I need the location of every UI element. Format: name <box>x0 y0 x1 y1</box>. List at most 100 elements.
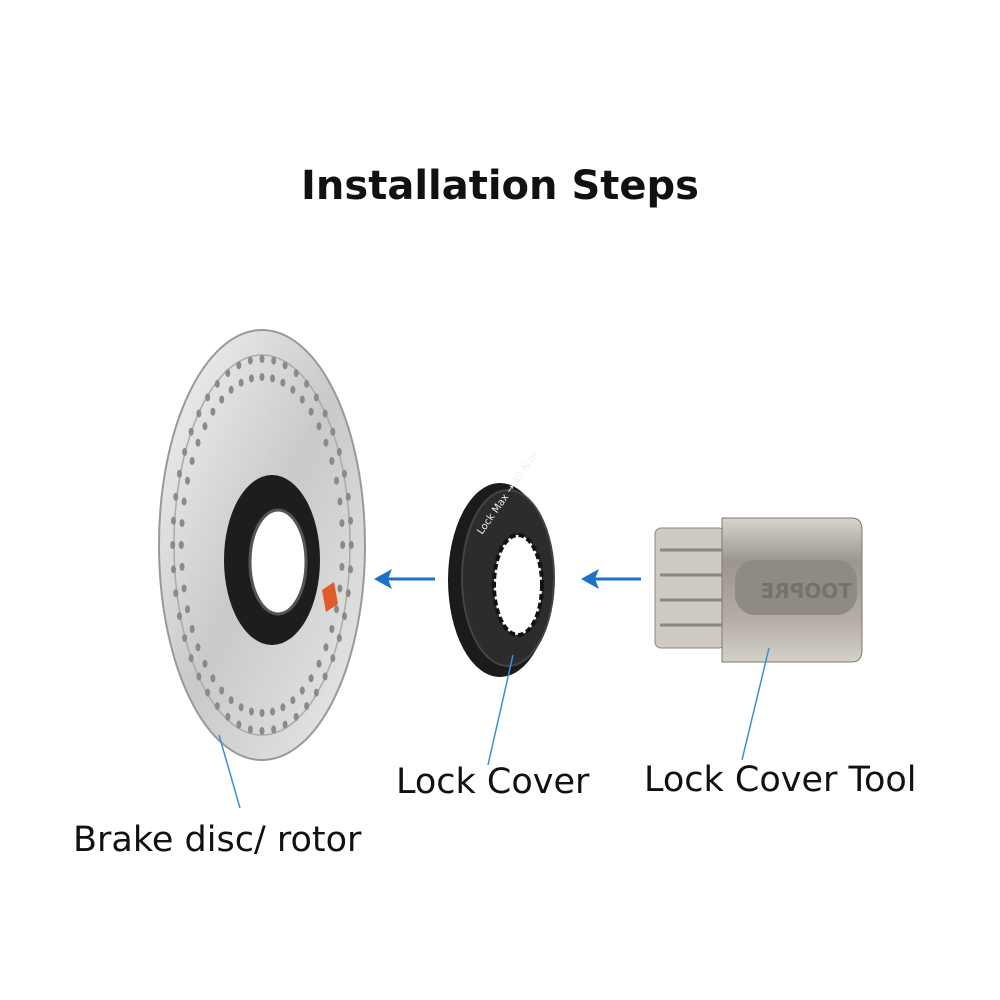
rotor-hole <box>348 541 354 549</box>
rotor-hole <box>329 625 335 633</box>
rotor-hole <box>247 356 253 365</box>
lock-cover-tool-image: TOOPRE <box>654 517 863 663</box>
rotor-hole <box>280 378 286 387</box>
rotor-hole <box>348 565 354 574</box>
rotor-hole <box>210 407 216 416</box>
rotor-hole <box>219 686 225 695</box>
rotor-hole <box>322 672 328 681</box>
rotor-hole <box>248 374 254 383</box>
rotor-hole <box>189 457 195 465</box>
rotor-hole <box>189 625 195 633</box>
rotor-hole <box>219 395 225 404</box>
rotor-hole <box>205 393 211 402</box>
rotor-hole <box>282 361 288 370</box>
rotor-hole <box>205 688 211 697</box>
rotor-hole <box>210 674 216 683</box>
rotor-hole <box>337 497 343 506</box>
rotor-hole <box>238 703 244 712</box>
rotor-hole <box>170 565 176 574</box>
brake-disc-label: Brake disc/ rotor <box>73 820 362 860</box>
rotor-hole <box>177 469 183 478</box>
rotor-hole <box>259 355 265 363</box>
rotor-hole <box>259 709 265 717</box>
brake-disc-image <box>158 329 366 761</box>
rotor-hole <box>259 727 265 735</box>
rotor-hole <box>225 369 231 378</box>
rotor-hole <box>202 422 208 431</box>
rotor-hole <box>316 659 322 668</box>
rotor-hole <box>195 643 201 652</box>
rotor-hole <box>334 476 340 485</box>
rotor-hole <box>336 634 342 642</box>
rotor-hole <box>270 374 276 383</box>
rotor-hole <box>304 379 310 388</box>
rotor-hole <box>188 427 194 436</box>
lock-cover-leader-line <box>487 654 514 766</box>
disc-leader-line <box>218 734 241 809</box>
rotor-hole <box>259 373 265 381</box>
rotor-hole <box>181 497 187 506</box>
rotor-hole <box>228 696 234 705</box>
rotor-hole <box>179 519 185 528</box>
rotor-hole <box>196 409 202 418</box>
rotor-hole <box>337 584 343 593</box>
rotor-hole <box>339 519 345 528</box>
rotor-hole <box>322 409 328 418</box>
rotor-hole <box>308 674 314 683</box>
rotor-hole <box>238 378 244 387</box>
rotor-hole <box>345 589 351 598</box>
rotor-hole <box>336 448 342 456</box>
page-title: Installation Steps <box>301 163 699 209</box>
rotor-hole <box>323 643 329 652</box>
rotor-hole <box>228 385 234 394</box>
lock-cover-label: Lock Cover <box>396 762 590 802</box>
rotor-hole <box>293 369 299 378</box>
rotor-hole <box>293 712 299 721</box>
rotor-hole <box>247 725 253 734</box>
lock-cover-image: Lock Max → 40 N.m <box>448 450 555 677</box>
rotor-hole <box>202 659 208 668</box>
rotor-hole <box>170 516 176 525</box>
rotor-hole <box>330 654 336 663</box>
tool-brand-logo: TOOPRE <box>761 579 852 603</box>
rotor-hole <box>214 702 220 711</box>
rotor-hole <box>182 634 188 642</box>
rotor-hole <box>248 707 254 716</box>
rotor-hole <box>290 385 296 394</box>
rotor-hole <box>181 584 187 593</box>
rotor-hole <box>195 438 201 447</box>
rotor-hole <box>177 612 183 621</box>
rotor-hole <box>173 492 179 501</box>
arrow-left-icon <box>374 569 435 589</box>
rotor-hole <box>214 379 220 388</box>
rotor-hole <box>345 492 351 501</box>
rotor-hole <box>299 395 305 404</box>
lock-cover-tool-label: Lock Cover Tool <box>644 760 917 800</box>
rotor-hole <box>184 476 190 485</box>
rotor-hole <box>316 422 322 431</box>
rotor-hole <box>339 562 345 571</box>
rotor-hole <box>323 438 329 447</box>
rotor-hole <box>340 541 346 549</box>
rotor-hole <box>341 469 347 478</box>
arrow-left-icon <box>581 569 641 589</box>
rotor-hole <box>348 516 354 525</box>
rotor-hole <box>313 393 319 402</box>
rotor-hole <box>236 361 242 370</box>
rotor-hole <box>313 688 319 697</box>
rotor-hole <box>304 702 310 711</box>
rotor-hole <box>334 605 340 614</box>
rotor-hole <box>182 448 188 456</box>
rotor-hole <box>225 712 231 721</box>
rotor-hole <box>330 427 336 436</box>
rotor-hole <box>184 605 190 614</box>
rotor-hole <box>329 457 335 465</box>
rotor-hole <box>271 725 277 734</box>
rotor-hole <box>280 703 286 712</box>
rotor-hole <box>170 541 176 549</box>
rotor-hole <box>308 407 314 416</box>
rotor-hole <box>271 356 277 365</box>
rotor-hole <box>290 696 296 705</box>
rotor-hole <box>236 720 242 729</box>
